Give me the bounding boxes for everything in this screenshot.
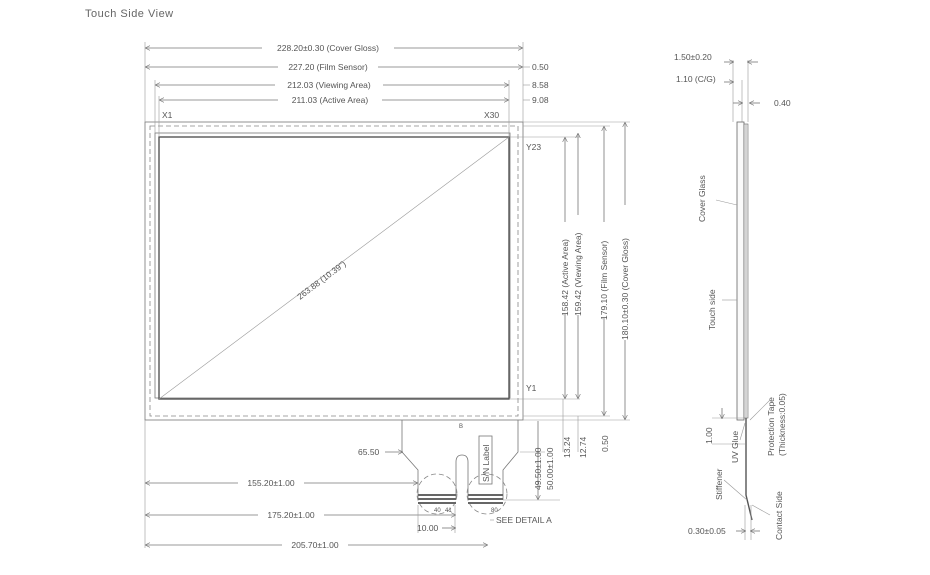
side-tail-length: 1.00: [704, 427, 714, 444]
side-cover-glass: [736, 121, 745, 421]
cover-glass-outline: [144, 121, 524, 421]
label-y1: Y1: [526, 383, 537, 393]
see-detail-a: SEE DETAIL A: [496, 515, 552, 525]
side-cg-thickness: 1.10 (C/G): [676, 74, 716, 84]
dim-205-70: 205.70±1.00: [291, 540, 338, 550]
side-fpc-tail: [745, 418, 753, 521]
dim-175-20: 175.20±1.00: [267, 510, 314, 520]
dim-active-area-height: 158.42 (Active Area): [560, 239, 570, 316]
dim-0-50: 0.50: [600, 435, 610, 452]
side-stiffener-thickness: 0.30±0.05: [688, 526, 726, 536]
film-sensor-outline: [149, 125, 519, 417]
dim-49-50: 49.50±1.00: [533, 447, 543, 490]
side-cover-glass-label: Cover Glass: [697, 175, 707, 222]
dim-film-sensor-width: 227.20 (Film Sensor): [288, 62, 368, 72]
fpc-tail-right-edge: [502, 420, 519, 500]
dim-viewing-area-width: 212.03 (Viewing Area): [287, 80, 371, 90]
dim-13-24: 13.24: [562, 436, 572, 458]
dim-viewing-area-height: 159.42 (Viewing Area): [573, 232, 583, 316]
dim-cover-glass-height: 180.10±0.30 (Cover Gloss): [620, 238, 630, 340]
detail-circle-right: [466, 473, 508, 515]
drawing-title: Touch Side View: [85, 8, 174, 20]
dim-12-74: 12.74: [578, 436, 588, 458]
dim-offset-c: 9.08: [532, 95, 549, 105]
dim-cover-glass-width: 228.20±0.30 (Cover Gloss): [277, 43, 379, 53]
fpc-tail-left-edge: [401, 420, 419, 500]
contact-pads-left: [418, 494, 456, 504]
dim-50-00: 50.00±1.00: [545, 447, 555, 490]
side-touch-side-label: Touch side: [707, 289, 717, 330]
side-stiffener: Stiffener: [714, 468, 724, 500]
pin-label-41: 41: [445, 508, 452, 514]
dim-active-area-width: 211.03 (Active Area): [292, 95, 369, 105]
dim-65-50: 65.50: [358, 447, 380, 457]
label-x30: X30: [484, 110, 499, 120]
pin-label-40: 40: [434, 508, 441, 514]
dim-offset-b: 8.58: [532, 80, 549, 90]
side-contact-side: Contact Side: [774, 491, 784, 540]
contact-pads-right: [468, 494, 503, 504]
active-area-outline: [158, 136, 510, 400]
dim-10-00: 10.00: [417, 523, 439, 533]
detail-circle-left: [416, 473, 458, 515]
label-x1: X1: [162, 110, 173, 120]
side-protection-tape-thickness: (Thickness:0.05): [777, 393, 787, 456]
dim-155-20: 155.20±1.00: [247, 478, 294, 488]
dim-offset-a: 0.50: [532, 62, 549, 72]
mark-b: B: [459, 424, 463, 430]
side-uv-glue: UV Glue: [730, 431, 740, 463]
fpc-tail-slot: [455, 454, 469, 500]
label-y23: Y23: [526, 142, 541, 152]
side-total-thickness: 1.50±0.20: [674, 52, 712, 62]
sn-label-text: S/N Label: [481, 445, 491, 482]
diagonal-label: 263.88 (10.39"): [295, 258, 348, 301]
sn-label-box: [478, 435, 493, 485]
viewing-area-outline: [154, 132, 511, 399]
pin-label-80: 80: [491, 508, 498, 514]
side-film-thickness: 0.40: [774, 98, 791, 108]
dim-film-sensor-height: 179.10 (Film Sensor): [599, 240, 609, 320]
side-protection-tape: Protection Tape: [766, 397, 776, 456]
diagonal-line: [158, 136, 510, 400]
